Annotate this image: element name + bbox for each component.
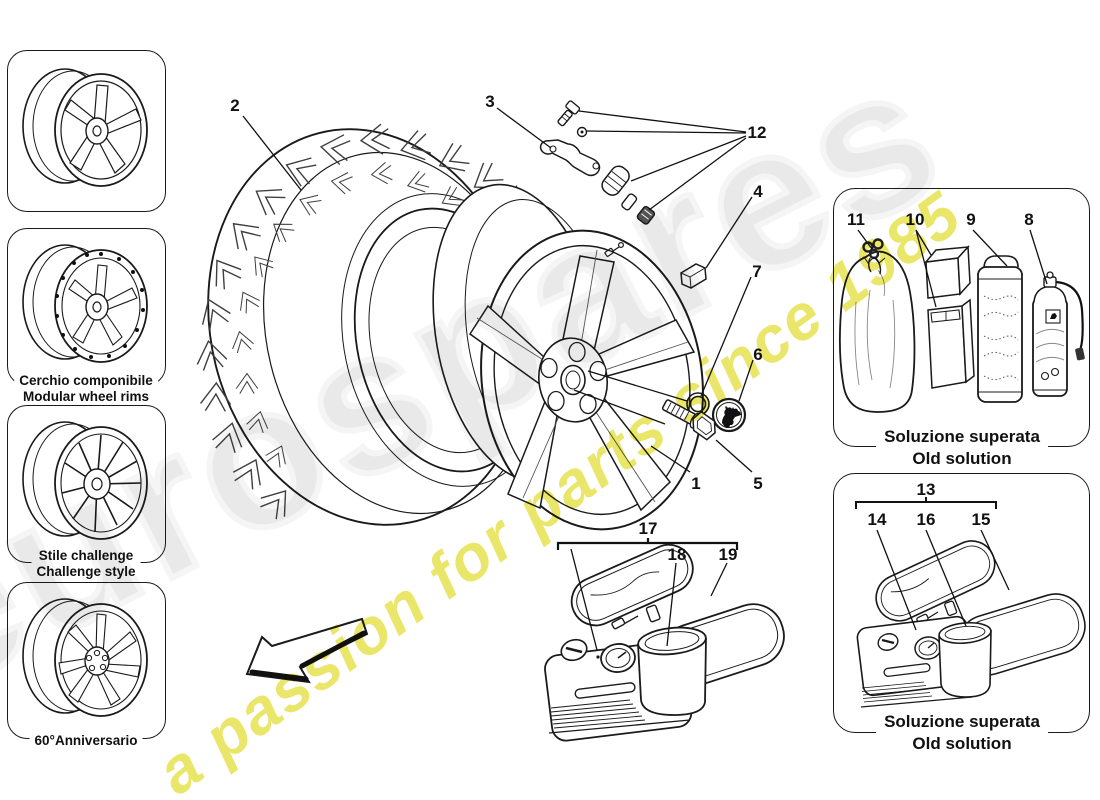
hose-clip: [611, 604, 661, 630]
caption-line-english: Modular wheel rims: [22, 389, 150, 404]
can-hose: [1055, 280, 1084, 351]
callout-3[interactable]: 3: [485, 92, 494, 111]
refill-container: [977, 255, 1023, 403]
wheel-challenge-drawing: [21, 421, 148, 540]
balance-weight: [680, 263, 707, 289]
sealant-canister: [938, 621, 992, 698]
caption-modular-wheel: Cerchio componibile Modular wheel rims: [14, 373, 158, 405]
callout-13[interactable]: 13: [917, 480, 936, 499]
can-label-horse-icon: [1050, 313, 1057, 319]
caption-line-english: Challenge style: [36, 564, 136, 579]
main-diagram-svg: 2 3 12 4 7 6 5 1 17 18 19: [192, 92, 785, 742]
sensor-screw: [557, 100, 581, 127]
valve-body: [601, 165, 630, 196]
callout-18[interactable]: 18: [668, 545, 687, 564]
open-box: [927, 298, 975, 389]
drawstring-knot: [862, 238, 884, 275]
valve-cap: [636, 205, 656, 225]
prancing-horse-icon: [722, 406, 741, 428]
bolt-holes: [540, 341, 607, 415]
can-stripes: [1035, 328, 1065, 363]
storage-bag: [839, 238, 916, 413]
old-solution-bottom-svg: 13 14 16 15: [855, 480, 1086, 708]
hub-cap: [711, 397, 747, 433]
sealant-box: [924, 245, 971, 299]
caption-line-italian: Stile challenge: [38, 548, 134, 563]
bottom-box-leaders: [876, 529, 1010, 631]
sidebar-panel-wheel-modular[interactable]: [7, 228, 166, 386]
callout-8[interactable]: 8: [1024, 210, 1033, 229]
callout-11[interactable]: 11: [847, 210, 865, 229]
wheel-modular-drawing: [21, 244, 148, 363]
sealant-canister: [637, 626, 707, 716]
caption-line-english: Old solution: [912, 734, 1012, 753]
rim-valve: [604, 242, 624, 257]
wheel-bolt: [661, 399, 716, 441]
bracket-17: [556, 538, 739, 550]
callout-15[interactable]: 15: [972, 510, 991, 529]
bag-creases: [854, 269, 896, 389]
callout-10[interactable]: 10: [906, 210, 925, 229]
wheel-standard-drawing: [21, 68, 148, 187]
vent-lines: [550, 699, 646, 729]
caption-old-solution-bottom: Soluzione superata Old solution: [876, 711, 1048, 755]
callout-7[interactable]: 7: [752, 262, 761, 281]
leader-lines: [242, 107, 754, 651]
callout-19[interactable]: 19: [719, 545, 738, 564]
callout-16[interactable]: 16: [917, 510, 936, 529]
callout-6[interactable]: 6: [753, 345, 762, 364]
top-box-leaders: [857, 229, 1048, 308]
case-lid: [570, 543, 694, 627]
caption-line-italian: Soluzione superata: [884, 712, 1040, 731]
vent-lines: [861, 681, 933, 703]
spray-can: [1032, 271, 1085, 397]
hose-tip: [1075, 347, 1085, 361]
sidebar-panel-wheel-standard[interactable]: [7, 50, 166, 212]
sidebar-panel-wheel-anniversary[interactable]: [7, 582, 166, 739]
compressor-kit: [544, 543, 785, 742]
caption-anniversary-wheel: 60°Anniversario: [29, 733, 143, 749]
bracket-13: [855, 497, 997, 509]
callout-1[interactable]: 1: [691, 474, 700, 493]
sidebar-panel-wheel-challenge[interactable]: [7, 405, 166, 563]
caption-line-italian: Soluzione superata: [884, 427, 1040, 446]
caption-line-italian: 60°Anniversario: [34, 733, 138, 748]
caption-line-english: Old solution: [912, 449, 1012, 468]
rim-bolts: [54, 252, 145, 359]
callout-2[interactable]: 2: [230, 96, 239, 115]
callout-14[interactable]: 14: [868, 510, 887, 529]
spoke-creases: [476, 249, 689, 503]
washer-hole: [580, 130, 584, 134]
caption-challenge-wheel: Stile challenge Challenge style: [31, 548, 141, 580]
direction-arrow: [245, 617, 369, 684]
callout-5[interactable]: 5: [753, 474, 762, 493]
wheel-anniversary-drawing: [21, 598, 148, 717]
valve-stem: [621, 193, 638, 211]
callout-12[interactable]: 12: [748, 123, 767, 142]
callout-9[interactable]: 9: [966, 210, 975, 229]
wheel-rim: [468, 229, 704, 531]
handle-slot: [574, 682, 636, 699]
old-solution-top-svg: 11 10 9 8: [839, 210, 1085, 413]
callout-17[interactable]: 17: [639, 519, 658, 538]
mesh-spokes: [61, 434, 141, 533]
caption-line-italian: Cerchio componibile: [19, 373, 153, 388]
callout-4[interactable]: 4: [753, 182, 763, 201]
tpms-sensor-assembly: [539, 100, 656, 225]
caption-old-solution-top: Soluzione superata Old solution: [876, 426, 1048, 470]
callouts: 2 3 12 4 7 6 5 1 17 18 19: [230, 92, 766, 564]
sensor-bracket: [539, 139, 601, 177]
handle-slot: [883, 663, 931, 677]
